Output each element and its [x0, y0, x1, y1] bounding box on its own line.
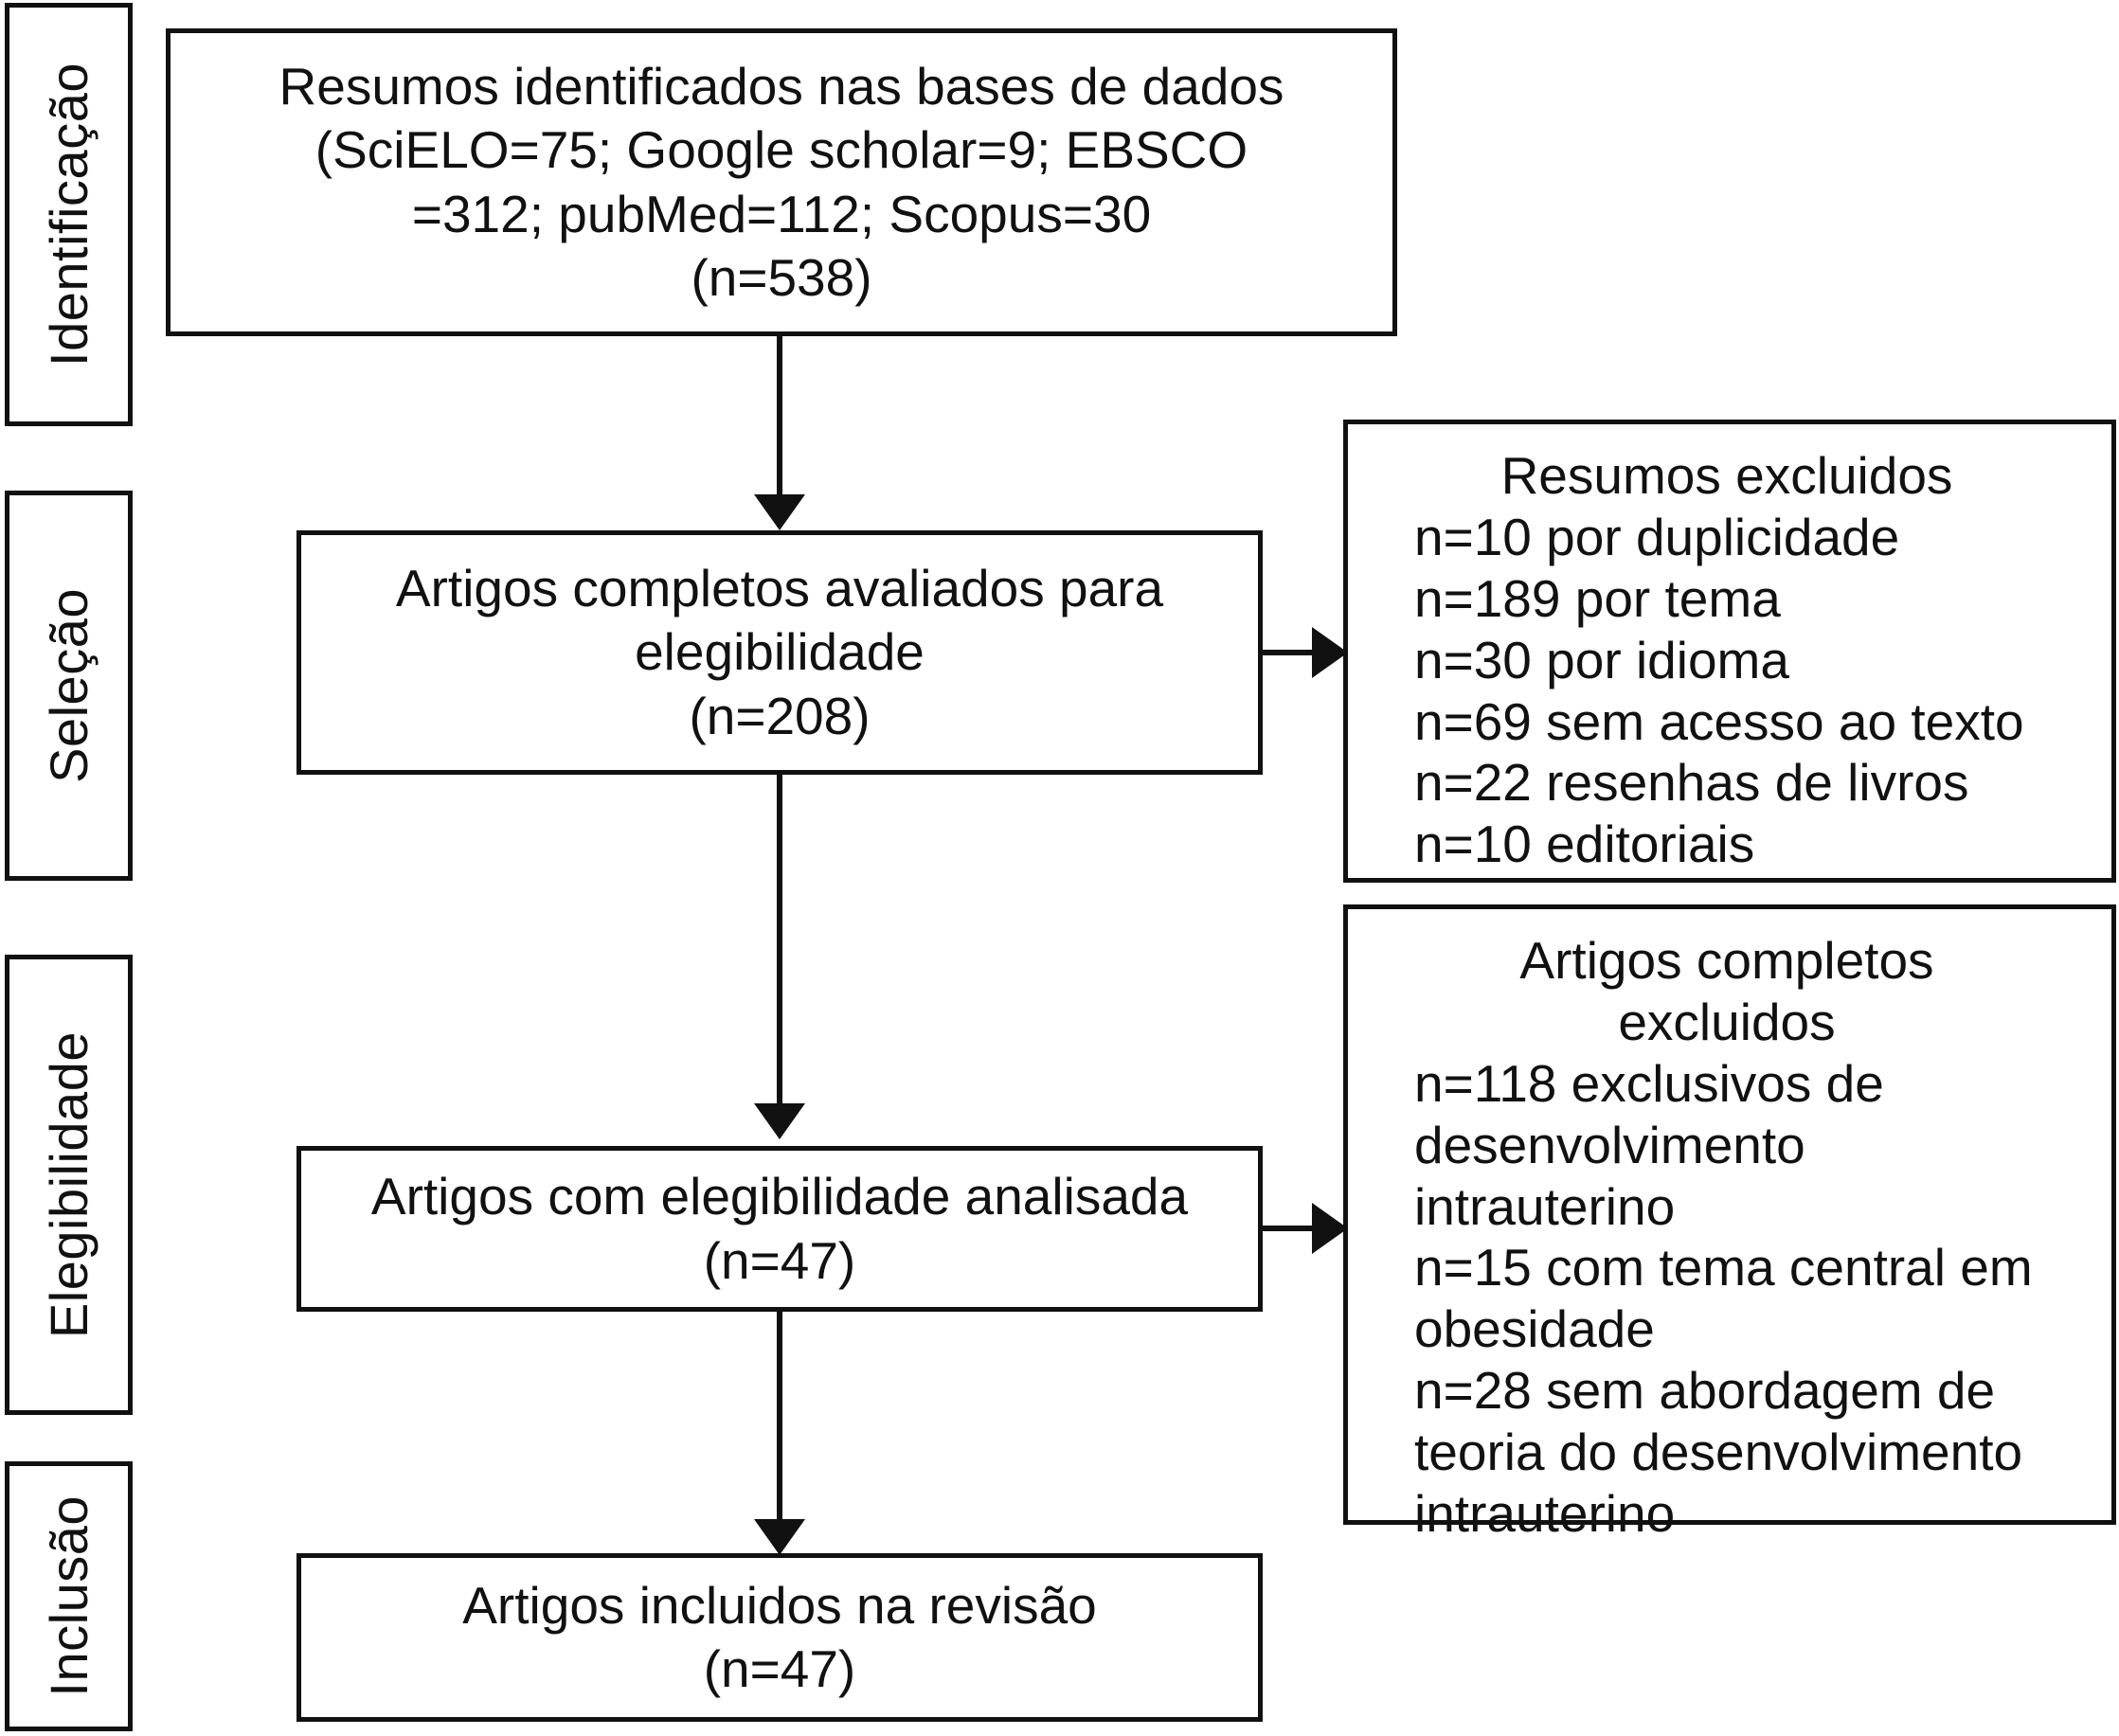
flow-box-line: Artigos completos avaliados para: [395, 559, 1164, 618]
exclusion-reason: n=30 por idioma: [1414, 630, 1789, 689]
flow-box-line: (n=538): [691, 247, 872, 307]
exclusion-reason: teoria do desenvolvimento: [1414, 1423, 2023, 1482]
arrow-head-right-abstracts-excluded: [1312, 627, 1348, 678]
exclusion-reason: intrauterino: [1414, 1484, 1676, 1544]
connector-identified-to-assessed: [777, 336, 782, 499]
exclusion-reason: n=10 editoriais: [1414, 814, 1755, 874]
stage-label-identificacao: Identificação: [5, 3, 133, 426]
exclusion-reason: n=69 sem acesso ao texto: [1414, 691, 2024, 751]
exclusion-reason: obesidade: [1414, 1299, 1655, 1359]
exclusion-box-heading: Resumos excluidos: [1500, 446, 1953, 505]
exclusion-reason: n=22 resenhas de livros: [1414, 753, 1969, 813]
stage-label-text: Elegibilidade: [39, 1030, 99, 1339]
flow-box-line: elegibilidade: [635, 622, 925, 682]
flow-box-line: (n=47): [703, 1230, 856, 1290]
exclusion-box-abstracts-excluded: Resumos excluidos n=10 por duplicidade n…: [1343, 420, 2116, 883]
exclusion-reason: n=10 por duplicidade: [1414, 507, 1900, 566]
flow-box-included: Artigos incluidos na revisão (n=47): [296, 1553, 1263, 1722]
exclusion-reason: desenvolvimento: [1414, 1115, 1805, 1174]
flow-box-identified: Resumos identificados nas bases de dados…: [166, 28, 1397, 336]
exclusion-box-fulltext-excluded: Artigos completos excluidos n=118 exclus…: [1343, 904, 2116, 1543]
stage-label-text: Seleção: [39, 588, 99, 783]
exclusion-box-heading-line: excluidos: [1618, 992, 1836, 1051]
flow-box-line: (n=208): [689, 686, 871, 745]
stage-label-text: Inclusão: [39, 1495, 99, 1697]
arrow-head-right-fulltext-excluded: [1312, 1203, 1348, 1254]
exclusion-reason: intrauterino: [1414, 1176, 1676, 1236]
exclusion-box-heading-line: Artigos completos: [1519, 931, 1934, 990]
connector-assessed-to-analysed: [777, 775, 782, 1104]
arrow-head-down-identified: [754, 494, 805, 530]
connector-assessed-to-abstracts-excluded: [1263, 650, 1318, 655]
exclusion-reason: n=15 com tema central em: [1414, 1238, 2033, 1298]
exclusion-reason: n=189 por tema: [1414, 568, 1781, 628]
exclusion-reason: n=28 sem abordagem de: [1414, 1361, 1996, 1421]
stage-label-selecao: Seleção: [5, 491, 133, 881]
connector-analysed-to-included: [777, 1312, 782, 1522]
stage-label-inclusao: Inclusão: [5, 1461, 133, 1731]
flow-box-line: Artigos com elegibilidade analisada: [370, 1167, 1189, 1226]
flow-box-line: Resumos identificados nas bases de dados: [278, 57, 1284, 116]
connector-analysed-to-fulltext-excluded: [1263, 1226, 1318, 1231]
arrow-head-down-assessed: [754, 1103, 805, 1139]
flow-box-line: =312; pubMed=112; Scopus=30: [411, 184, 1152, 243]
flow-box-eligibility-assessed: Artigos completos avaliados para elegibi…: [296, 530, 1263, 775]
stage-label-text: Identificação: [39, 63, 99, 367]
arrow-head-down-analysed: [754, 1519, 805, 1555]
flow-box-eligibility-analysed: Artigos com elegibilidade analisada (n=4…: [296, 1146, 1263, 1312]
flow-box-line: (SciELO=75; Google scholar=9; EBSCO: [314, 120, 1248, 180]
flow-box-line: Artigos incluidos na revisão: [462, 1575, 1097, 1635]
flow-box-line: (n=47): [703, 1639, 856, 1698]
exclusion-reason: n=118 exclusivos de: [1414, 1053, 1884, 1113]
stage-label-elegibilidade: Elegibilidade: [5, 955, 133, 1415]
